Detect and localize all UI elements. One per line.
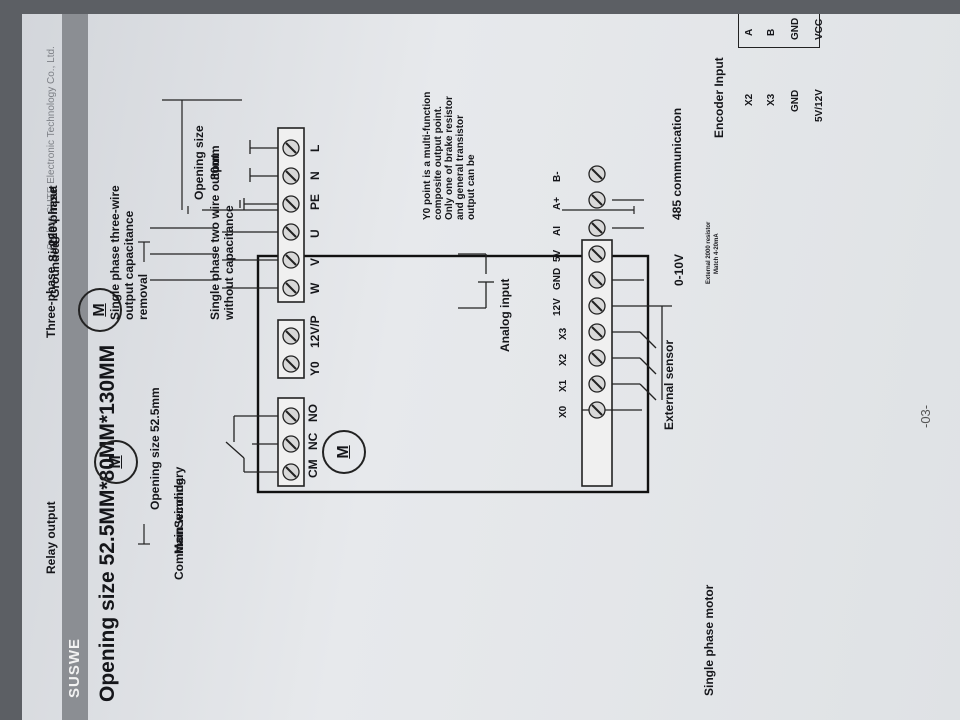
two-wire-title: Single phase two wire output without cap… <box>208 153 236 320</box>
power-screw-1-slot <box>285 254 297 266</box>
terminal-x2: X2 <box>558 353 569 366</box>
terminal-12vp: 12V/P <box>308 315 322 348</box>
power-screw-0-slot <box>285 282 297 294</box>
terminal-w: W <box>308 282 322 294</box>
zero-ten-v-label: 0-10V <box>672 253 686 286</box>
wiring-diagram <box>138 99 672 545</box>
external-sensor-label: External sensor <box>662 339 676 430</box>
terminal-ai: AI <box>552 226 563 236</box>
width-dimension-label: Opening size 52.5mm <box>148 387 162 510</box>
terminal-no: NO <box>306 404 320 422</box>
manual-page: SUSWE Suzhou SUTE Electronic Technology … <box>22 14 960 720</box>
relay-screw-2-slot <box>285 410 297 422</box>
signal-screw-8-slot <box>591 194 603 206</box>
signal-screw-1-slot <box>591 378 603 390</box>
power-screw-2-slot <box>285 226 297 238</box>
external-note-line1: External 2000 resistor <box>706 221 712 284</box>
terminal-v: V <box>308 257 322 266</box>
signal-screw-2-slot <box>591 352 603 364</box>
encoder-x3: X3 <box>766 93 777 106</box>
terminal-n: N <box>308 171 322 180</box>
terminal-gnd: GND <box>552 267 563 290</box>
encoder-5v12v: 5V/12V <box>814 89 825 122</box>
analog-input-label: Analog input <box>498 278 512 352</box>
encoder-b: B <box>766 28 777 36</box>
three-wire-title: Single phase three-wire output capacitan… <box>108 185 150 320</box>
terminal-pe: PE <box>308 193 322 210</box>
y0-screw-0-slot <box>285 358 297 370</box>
encoder-gnd-right: GND <box>790 17 801 40</box>
relay-screw-1-slot <box>285 438 297 450</box>
single-phase-motor-label: Single phase motor <box>702 584 716 696</box>
signal-screw-4-slot <box>591 300 603 312</box>
signal-screw-6-slot <box>591 248 603 260</box>
signal-screw-7-slot <box>591 222 603 234</box>
encoder-title: Encoder Input <box>712 57 726 138</box>
y0-note: Y0 point is a multi-function composite o… <box>422 91 477 220</box>
single-phase-input-line2: 220V input <box>46 185 60 246</box>
relay-screw-0-slot <box>285 466 297 478</box>
encoder-vcc: VCC <box>814 18 825 40</box>
terminal-a-plus: A+ <box>552 196 563 210</box>
terminal-b-minus: B- <box>552 171 563 182</box>
terminal-5v: 5V <box>552 249 563 262</box>
signal-screw-5-slot <box>591 274 603 286</box>
relay-output-label: Relay output <box>44 501 58 574</box>
two-wire-motor-icon: M <box>322 430 366 474</box>
terminal-nc: NC <box>306 432 320 450</box>
external-note-line2: Match 4-20mA <box>714 233 720 274</box>
signal-screw-9-slot <box>591 168 603 180</box>
terminal-cm: CM <box>306 459 320 478</box>
height-dimension-label-1: Opening size <box>192 125 206 200</box>
y0-screw-1-slot <box>285 330 297 342</box>
terminal-12v: 12V <box>552 298 563 316</box>
page-number: -03- <box>918 404 933 428</box>
rs485-label: 485 communication <box>670 107 684 220</box>
single-phase-motor-icon: M <box>94 440 138 484</box>
terminal-x0: X0 <box>558 405 569 418</box>
power-screw-3-slot <box>285 198 297 210</box>
power-screw-4-slot <box>285 170 297 182</box>
encoder-gnd-left: GND <box>790 89 801 112</box>
encoder-x2: X2 <box>744 93 755 106</box>
signal-screw-0-slot <box>591 404 603 416</box>
power-screw-5-slot <box>285 142 297 154</box>
signal-screw-3-slot <box>591 326 603 338</box>
encoder-a: A <box>744 28 755 36</box>
terminal-y0: Y0 <box>308 361 322 376</box>
legend-secondary: Secondary <box>172 466 186 528</box>
terminal-u: U <box>308 229 322 238</box>
terminal-x1: X1 <box>558 379 569 392</box>
terminal-l: L <box>308 144 322 152</box>
terminal-x3: X3 <box>558 327 569 340</box>
rotated-sheet: SUSWE Suzhou SUTE Electronic Technology … <box>22 14 960 720</box>
